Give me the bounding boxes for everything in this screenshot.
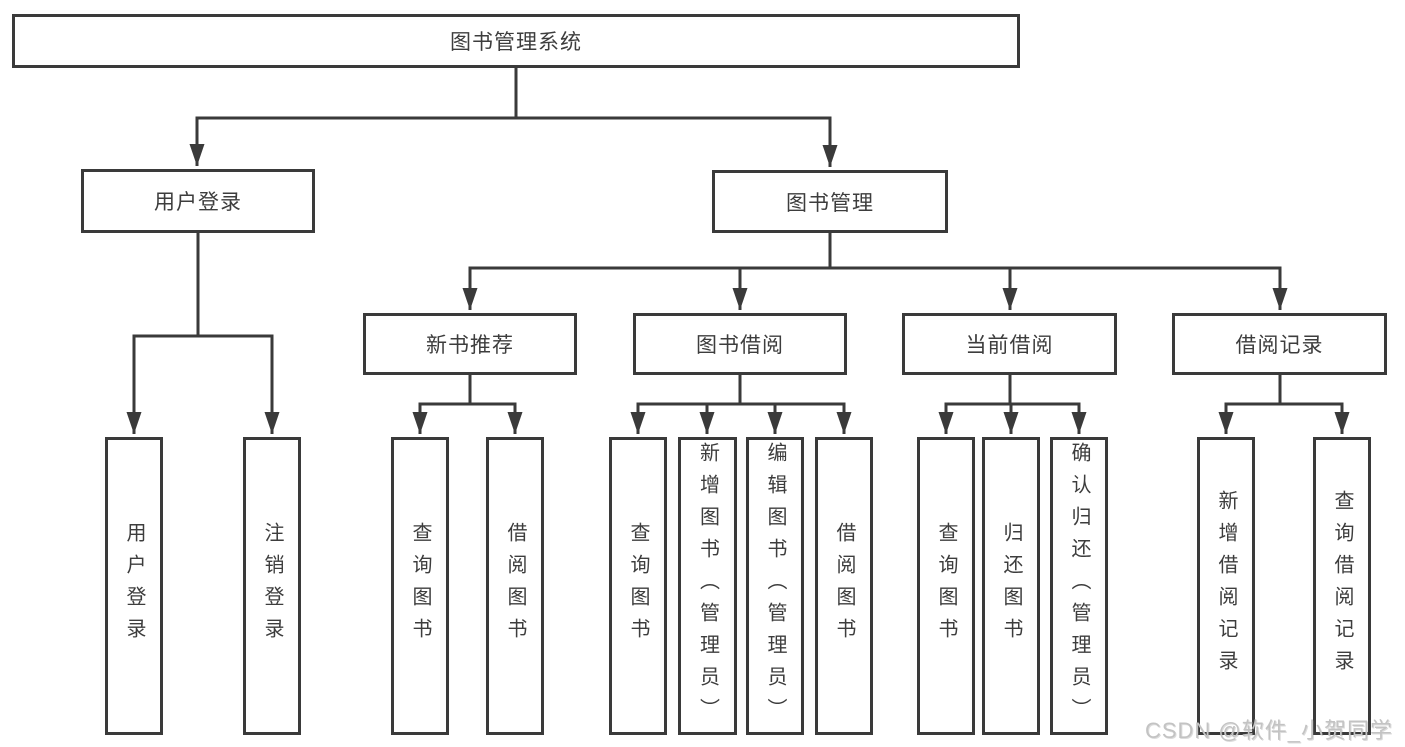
leaf-user-login: 用户登录	[105, 437, 163, 735]
leaf-query-borrow-record: 查询借阅记录	[1313, 437, 1371, 735]
leaf-edit-books-admin: 编辑图书（管理员）	[746, 437, 804, 735]
leaf-newbook-query-books-label: 查询图书	[409, 522, 431, 650]
node-borrow-records-label: 借阅记录	[1235, 334, 1324, 357]
node-book-management-label: 图书管理	[786, 191, 874, 215]
leaf-edit-books-admin-label: 编辑图书（管理员）	[764, 442, 786, 730]
leaf-newbook-query-books: 查询图书	[391, 437, 449, 735]
node-current-borrowing-label: 当前借阅	[965, 334, 1054, 357]
node-root-label: 图书管理系统	[450, 31, 582, 54]
node-user-login: 用户登录	[81, 169, 315, 233]
node-root: 图书管理系统	[12, 14, 1020, 68]
node-book-borrowing: 图书借阅	[633, 313, 847, 375]
leaf-newbook-borrow-books: 借阅图书	[486, 437, 544, 735]
leaf-add-books-admin: 新增图书（管理员）	[678, 437, 737, 735]
leaf-add-books-admin-label: 新增图书（管理员）	[696, 442, 719, 730]
leaf-confirm-return-admin-label: 确认归还（管理员）	[1068, 442, 1090, 730]
leaf-user-login-label: 用户登录	[123, 522, 145, 650]
leaf-add-borrow-record: 新增借阅记录	[1197, 437, 1255, 735]
leaf-add-borrow-record-label: 新增借阅记录	[1215, 490, 1237, 682]
leaf-borrowing-query-books-label: 查询图书	[627, 522, 649, 650]
leaf-newbook-borrow-books-label: 借阅图书	[504, 522, 526, 650]
leaf-query-borrow-record-label: 查询借阅记录	[1331, 490, 1353, 682]
node-borrow-records: 借阅记录	[1172, 313, 1387, 375]
node-new-book-recommend: 新书推荐	[363, 313, 577, 375]
leaf-borrowing-borrow-books: 借阅图书	[815, 437, 873, 735]
node-current-borrowing: 当前借阅	[902, 313, 1117, 375]
node-book-borrowing-label: 图书借阅	[696, 334, 784, 357]
leaf-logout: 注销登录	[243, 437, 301, 735]
node-book-management: 图书管理	[712, 170, 948, 233]
leaf-return-books: 归还图书	[982, 437, 1040, 735]
leaf-confirm-return-admin: 确认归还（管理员）	[1050, 437, 1108, 735]
leaf-borrowing-borrow-books-label: 借阅图书	[833, 522, 855, 650]
leaf-current-query-books-label: 查询图书	[935, 522, 957, 650]
csdn-watermark: CSDN @软件_小贺同学	[1144, 718, 1393, 743]
leaf-borrowing-query-books: 查询图书	[609, 437, 667, 735]
node-user-login-label: 用户登录	[154, 191, 242, 214]
node-new-book-recommend-label: 新书推荐	[426, 334, 514, 357]
leaf-logout-label: 注销登录	[261, 522, 283, 650]
leaf-return-books-label: 归还图书	[1000, 522, 1022, 650]
leaf-current-query-books: 查询图书	[917, 437, 975, 735]
